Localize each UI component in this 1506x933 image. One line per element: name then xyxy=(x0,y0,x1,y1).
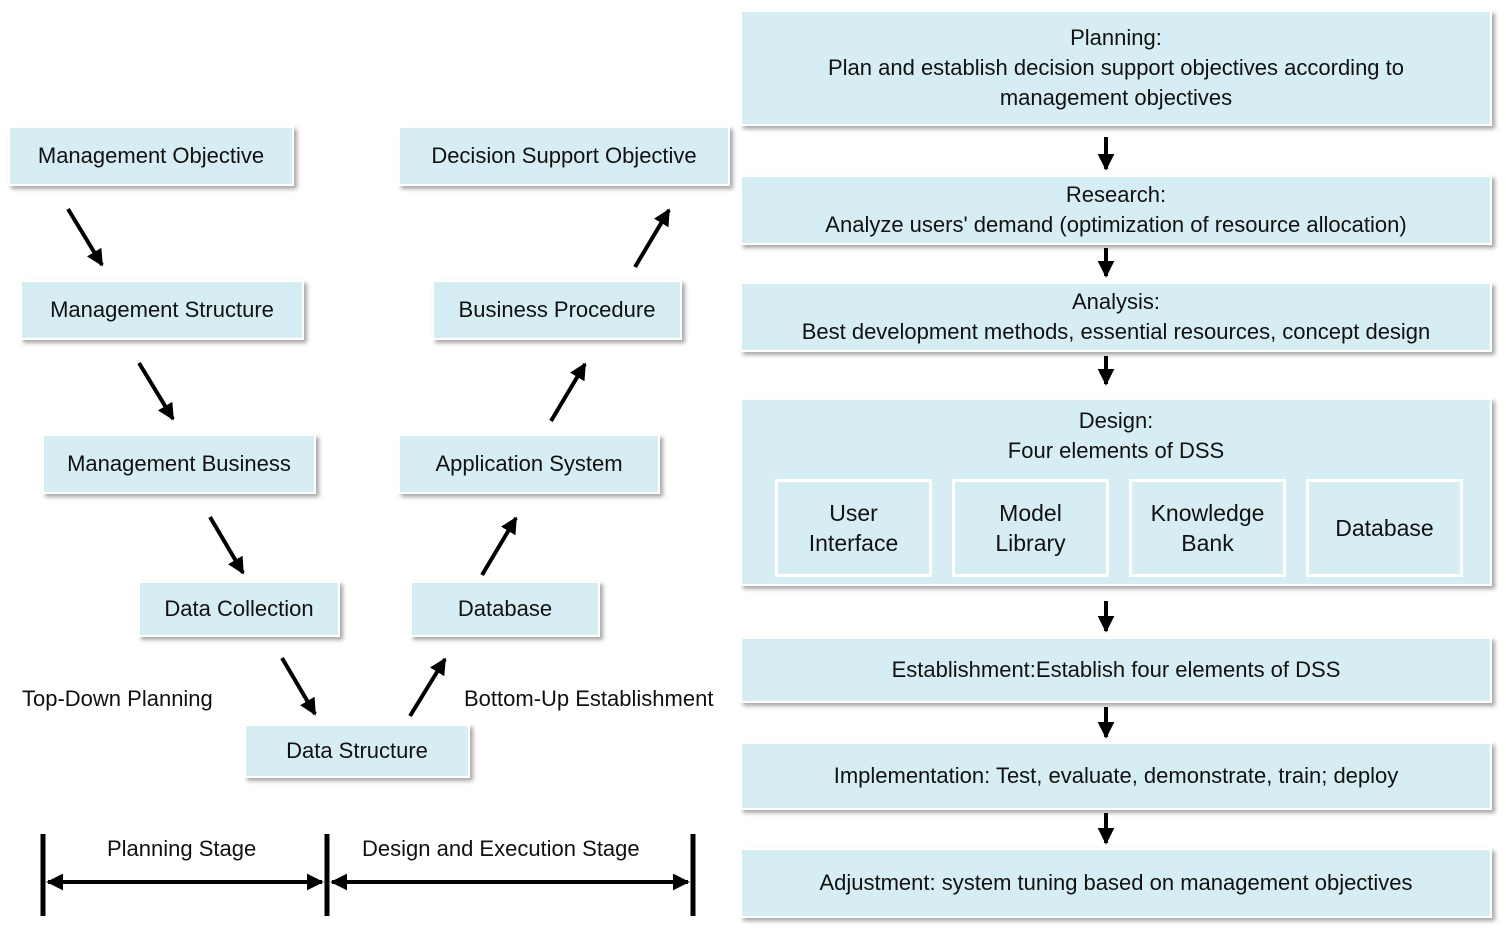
implementation-stage-text: Implementation: Test, evaluate, demonstr… xyxy=(833,763,1399,788)
data-collection-box: Data Collection xyxy=(138,581,340,637)
analysis-stage-text: Analysis: Best development methods, esse… xyxy=(801,289,1431,344)
design-stage-title: Design: Four elements of DSS xyxy=(1007,408,1225,463)
establishment-stage-box: Establishment:Establish four elements of… xyxy=(740,637,1492,703)
business-procedure-label: Business Procedure xyxy=(458,297,656,322)
arrow-procedure-to-objective xyxy=(633,208,671,269)
business-procedure-box: Business Procedure xyxy=(432,280,682,340)
application-system-label: Application System xyxy=(435,451,623,476)
data-structure-box: Data Structure xyxy=(244,724,470,778)
establishment-stage-text: Establishment:Establish four elements of… xyxy=(891,657,1341,682)
application-system-box: Application System xyxy=(398,434,660,494)
database-label: Database xyxy=(457,596,553,621)
management-structure-box: Management Structure xyxy=(20,280,304,340)
arrow-structure-to-business xyxy=(137,361,175,421)
arrow-database-to-application xyxy=(480,516,518,577)
bottom-up-establishment-label: Bottom-Up Establishment xyxy=(464,686,714,711)
planning-stage-label: Planning Stage xyxy=(107,836,257,861)
management-objective-label: Management Objective xyxy=(37,143,265,168)
research-stage-text: Research: Analyze users' demand (optimiz… xyxy=(825,182,1407,237)
planning-stage-box: Planning: Plan and establish decision su… xyxy=(740,10,1492,126)
arrow-business-to-collection xyxy=(208,515,245,575)
design-element-user-interface: User Interface xyxy=(775,479,932,577)
adjustment-stage-box: Adjustment: system tuning based on manag… xyxy=(740,848,1492,918)
management-business-label: Management Business xyxy=(67,451,291,476)
design-element-model-library: Model Library xyxy=(952,479,1109,577)
design-element-knowledge-bank: Knowledge Bank xyxy=(1129,479,1286,577)
arrow-application-to-procedure xyxy=(549,362,587,423)
data-collection-label: Data Collection xyxy=(164,596,314,621)
management-objective-box: Management Objective xyxy=(8,126,294,186)
adjustment-stage-text: Adjustment: system tuning based on manag… xyxy=(819,870,1413,895)
management-business-box: Management Business xyxy=(42,434,316,494)
planning-stage-text: Planning: Plan and establish decision su… xyxy=(827,25,1405,110)
database-box: Database xyxy=(410,581,600,637)
design-stage-box: Design: Four elements of DSS User Interf… xyxy=(740,398,1492,586)
decision-support-objective-box: Decision Support Objective xyxy=(398,126,730,186)
implementation-stage-box: Implementation: Test, evaluate, demonstr… xyxy=(740,742,1492,810)
decision-support-objective-label: Decision Support Objective xyxy=(431,143,697,168)
top-down-planning-label: Top-Down Planning xyxy=(22,686,213,711)
design-execution-stage-label: Design and Execution Stage xyxy=(362,836,640,861)
arrow-collection-to-structure xyxy=(280,656,317,716)
management-structure-label: Management Structure xyxy=(50,297,274,322)
arrow-structure-to-database xyxy=(408,657,447,718)
analysis-stage-box: Analysis: Best development methods, esse… xyxy=(740,282,1492,352)
arrow-objective-to-structure xyxy=(66,207,104,267)
data-structure-label: Data Structure xyxy=(286,738,428,763)
research-stage-box: Research: Analyze users' demand (optimiz… xyxy=(740,175,1492,245)
design-element-database: Database xyxy=(1306,479,1463,577)
